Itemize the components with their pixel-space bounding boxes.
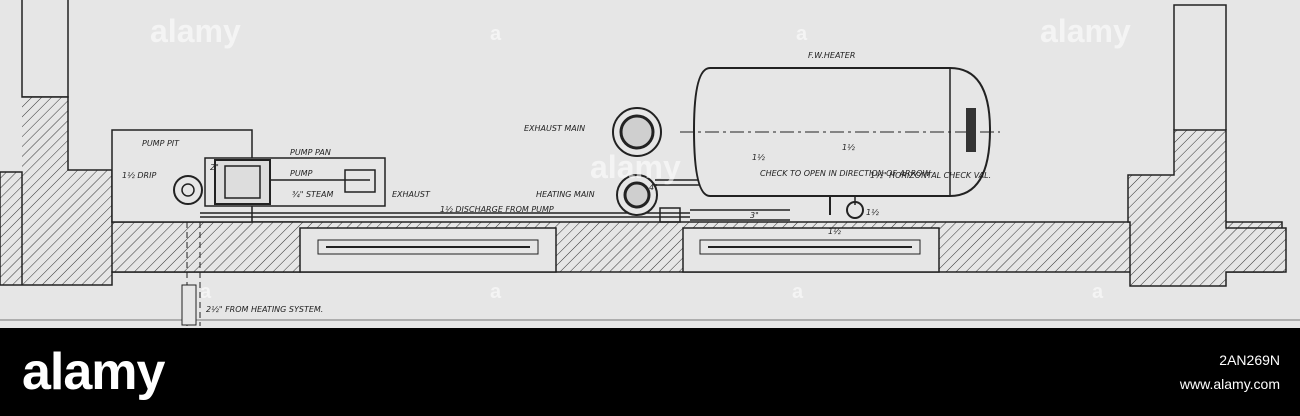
- discharge-label: 1½ DISCHARGE FROM PUMP: [440, 205, 554, 214]
- boiler-room-drawing: F.W.HEATER PUMP PIT PUMP PAN PUMP 1½ DRI…: [0, 0, 1300, 326]
- steam-label: ¾" STEAM: [292, 190, 333, 199]
- pump-pan-label: PUMP PAN: [290, 148, 331, 157]
- site-url-link[interactable]: www.alamy.com: [1179, 376, 1280, 392]
- pump-pit-label: PUMP PIT: [142, 139, 180, 148]
- watermark-letter: a: [200, 281, 212, 303]
- size-label-3: 1½: [866, 208, 879, 217]
- watermark-letter: a: [490, 281, 502, 303]
- heater-label: F.W.HEATER: [808, 51, 855, 60]
- image-id: 2AN269N: [1219, 352, 1280, 368]
- drip-label: 1½ DRIP: [122, 171, 156, 180]
- watermark-text: alamy: [1040, 13, 1131, 49]
- watermark-text: alamy: [590, 149, 681, 185]
- size-label-1: 1½: [752, 153, 765, 162]
- floor-trenches: [299, 227, 940, 273]
- size-label-6: 2": [210, 163, 219, 172]
- check-valve-label: 1½" HORIZONTAL CHECK VAL.: [870, 171, 991, 180]
- size-label-5: 3": [750, 211, 759, 220]
- check-valve-note: CHECK TO OPEN IN DIRECTION OF ARROW: [760, 169, 931, 178]
- heating-main: [616, 174, 658, 216]
- heating-main-label: HEATING MAIN: [536, 190, 595, 199]
- size-label-7: 4": [649, 183, 658, 192]
- right-wall: [1127, 4, 1287, 287]
- pump: [173, 159, 376, 205]
- size-label-2: 1½: [842, 143, 855, 152]
- watermark-letter: a: [490, 23, 502, 45]
- from-heating-label: 2½" FROM HEATING SYSTEM.: [206, 305, 323, 314]
- feed-water-heater: [680, 67, 1000, 197]
- watermark-letter: a: [792, 281, 804, 303]
- footer-bar: alamy 2AN269N www.alamy.com: [0, 328, 1300, 416]
- size-label-4: 1½: [828, 227, 841, 236]
- watermark-letter: a: [1092, 281, 1104, 303]
- watermark-letter: a: [796, 23, 808, 45]
- exhaust-label: EXHAUST: [392, 190, 431, 199]
- watermark-text: alamy: [150, 13, 241, 49]
- diagram-area: F.W.HEATER PUMP PIT PUMP PAN PUMP 1½ DRI…: [0, 0, 1300, 328]
- exhaust-main: [612, 107, 662, 157]
- diagram-labels: F.W.HEATER PUMP PIT PUMP PAN PUMP 1½ DRI…: [122, 51, 991, 314]
- watermarks: alamy alamy alamy a a a a a a: [150, 13, 1131, 303]
- pump-label: PUMP: [290, 169, 313, 178]
- alamy-logo[interactable]: alamy: [22, 343, 165, 401]
- exhaust-main-label: EXHAUST MAIN: [524, 124, 585, 133]
